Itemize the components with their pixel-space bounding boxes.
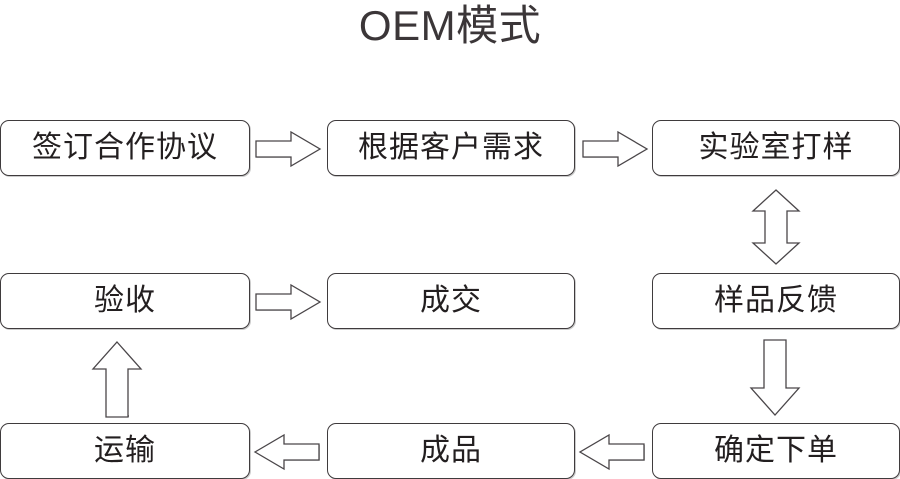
- flow-node-label: 验收: [94, 284, 156, 317]
- flow-node-label: 根据客户需求: [358, 131, 544, 164]
- flow-node-label: 实验室打样: [698, 131, 854, 164]
- flow-node-label: 样品反馈: [714, 284, 838, 317]
- flow-node-transport[interactable]: 运输: [0, 423, 250, 479]
- flow-node-sample-feedback[interactable]: 样品反馈: [652, 273, 900, 329]
- flow-node-lab-sampling[interactable]: 实验室打样: [652, 120, 900, 176]
- arrow-up-transport-to-acceptance: [90, 340, 146, 420]
- arrow-right-acceptance-to-deal: [253, 283, 323, 321]
- flow-node-label: 确定下单: [714, 434, 838, 467]
- flow-node-deal-closed[interactable]: 成交: [327, 273, 575, 329]
- arrow-down-feedback-to-confirm-order: [748, 338, 804, 418]
- arrow-double-lab-sample-feedback: [750, 188, 804, 266]
- flow-node-sign-agreement[interactable]: 签订合作协议: [0, 120, 250, 176]
- arrow-left-confirm-order-to-finished-goods: [578, 433, 648, 471]
- flow-node-finished-goods[interactable]: 成品: [327, 423, 575, 479]
- arrow-left-finished-goods-to-transport: [253, 433, 323, 471]
- flow-node-label: 签订合作协议: [32, 131, 218, 164]
- flow-node-customer-requirements[interactable]: 根据客户需求: [327, 120, 575, 176]
- page-title: OEM模式: [358, 2, 542, 49]
- arrow-right-requirements-to-lab-sample: [580, 130, 650, 168]
- flow-node-confirm-order[interactable]: 确定下单: [652, 423, 900, 479]
- flow-node-label: 运输: [94, 434, 156, 467]
- flow-node-label: 成交: [420, 284, 482, 317]
- flow-node-label: 成品: [420, 434, 482, 467]
- flow-node-acceptance[interactable]: 验收: [0, 273, 250, 329]
- arrow-right-sign-to-requirements: [253, 130, 323, 168]
